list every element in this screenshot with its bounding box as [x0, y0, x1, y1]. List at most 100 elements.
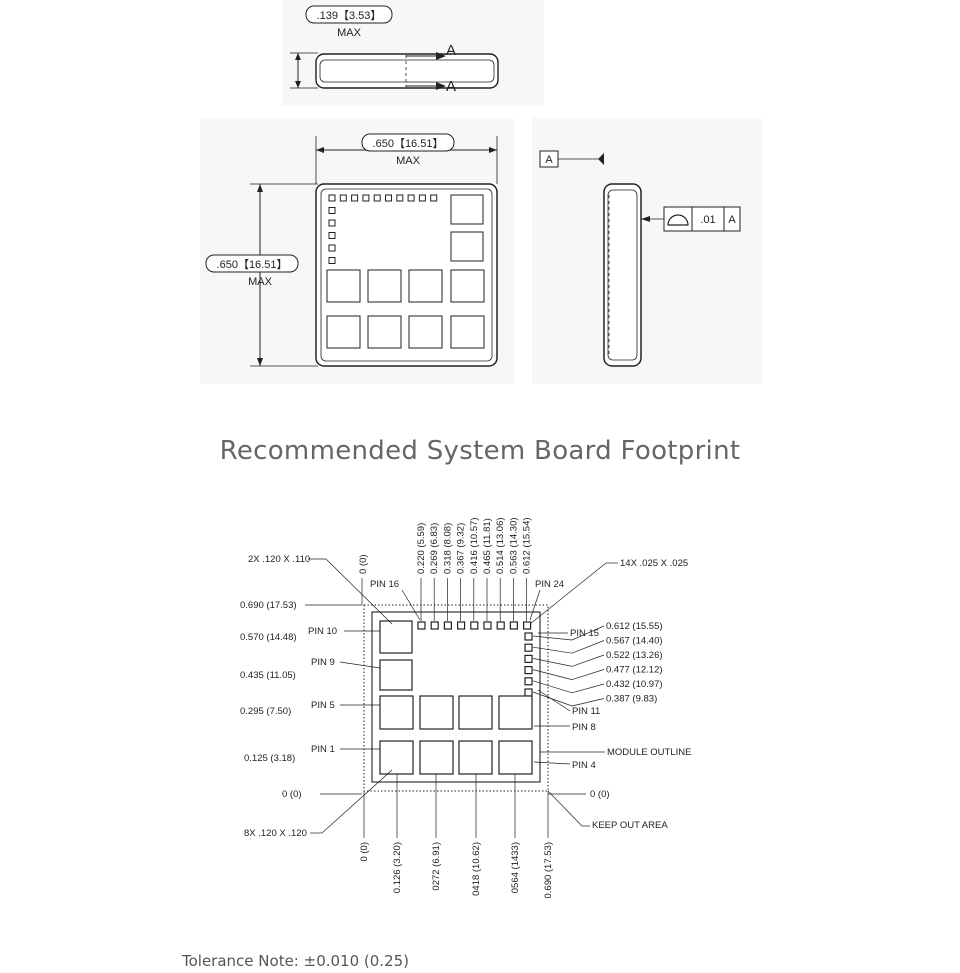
- edge-view: A .01 A: [539, 150, 741, 367]
- top-dim-7: 0.563 (14.30): [508, 517, 519, 574]
- right-dim-leader: [532, 646, 573, 654]
- top-small-pads: [328, 194, 438, 264]
- top-pad-upper-right-2: [450, 231, 484, 262]
- pin10-label: PIN 10: [308, 626, 337, 637]
- top-grid-pad: [326, 269, 361, 303]
- module-outline-label: MODULE OUTLINE: [607, 747, 691, 758]
- height-max-text: MAX: [337, 27, 362, 39]
- fp-small-pad: [524, 688, 533, 697]
- keep-out-label: KEEP OUT AREA: [592, 820, 668, 831]
- fp-top-dims: 0.220 (5.59)0.269 (6.83)0.318 (8.08)0.36…: [416, 517, 533, 621]
- right-dim-leader: [571, 669, 605, 680]
- pin1-label: PIN 1: [311, 744, 335, 755]
- bottom-dim-4: 0564 (1433): [510, 842, 521, 893]
- top-small-pad: [328, 257, 336, 264]
- top-pad-upper-right-1: [450, 194, 484, 225]
- fp-small-pad: [524, 632, 533, 641]
- fp-grid-pads: [379, 695, 533, 775]
- datum-a-lower: A: [406, 78, 456, 95]
- fp-grid-pad: [458, 695, 493, 730]
- top-grid-pad: [367, 269, 402, 303]
- module-bottom-view: [315, 183, 498, 367]
- left-dim-2: 0.435 (11.05): [240, 670, 296, 681]
- fp-grid-pad: [379, 740, 414, 775]
- right-dim-leader: [571, 683, 605, 694]
- right-dim-2: 0.522 (13.26): [606, 650, 663, 661]
- top-small-pad: [328, 232, 336, 239]
- fp-small-pad: [496, 621, 505, 630]
- fp-small-pad: [470, 621, 479, 630]
- bottom-dim-1: 0.126 (3.20): [392, 842, 403, 893]
- datum-a-upper-text: A: [446, 42, 456, 59]
- top-dim-1: 0.269 (6.83): [429, 523, 440, 574]
- top-small-pad: [362, 194, 370, 202]
- right-dim-leader: [571, 640, 605, 654]
- bottom-dim-5: 0.690 (17.53): [543, 842, 554, 899]
- width-dimension: .650【16.51】 MAX: [315, 133, 498, 184]
- fp-small-pad: [457, 621, 466, 630]
- right-dim-leader: [532, 669, 573, 680]
- right-dim-leader: [571, 654, 605, 667]
- right-dim-leader: [571, 698, 605, 707]
- footprint-drawing: 0.220 (5.59)0.269 (6.83)0.318 (8.08)0.36…: [240, 517, 691, 899]
- grid-pad-note: 8X .120 X .120: [244, 828, 307, 839]
- module-outline: [371, 611, 541, 783]
- tolerance-note: Tolerance Note: ±0.010 (0.25): [182, 952, 410, 970]
- fp-small-pad: [417, 621, 426, 630]
- width-max-text: MAX: [396, 155, 421, 167]
- right-dim-leader: [532, 680, 573, 694]
- fp-small-pad: [483, 621, 492, 630]
- height-dimension: .139【3.53】 MAX: [290, 5, 393, 89]
- edge-view-panel: [532, 118, 762, 384]
- left-dim-4: 0.125 (3.18): [244, 753, 295, 764]
- fp-small-pad: [524, 643, 533, 652]
- fp-grid-pad: [419, 695, 454, 730]
- keep-out-area: [363, 604, 549, 792]
- top-small-pad: [385, 194, 392, 202]
- right-dim-5: 0.387 (9.83): [606, 694, 657, 705]
- fp-small-pads: [417, 621, 533, 697]
- fp-small-pad: [524, 654, 533, 664]
- right-dim-4: 0.432 (10.97): [606, 679, 663, 690]
- top-small-pad: [430, 194, 438, 202]
- top-dim-6: 0.514 (13.06): [495, 517, 506, 574]
- right-dim-3: 0.477 (12.12): [606, 665, 663, 676]
- fp-small-pad: [430, 621, 439, 630]
- pin24-label: PIN 24: [535, 579, 564, 590]
- section-title: Recommended System Board Footprint: [219, 436, 741, 466]
- top-grid-pad: [326, 315, 361, 349]
- top-grid-pad: [450, 315, 485, 349]
- top-dim-3: 0.367 (9.32): [456, 523, 467, 574]
- fp-grid-pad: [458, 740, 493, 775]
- top-small-pad: [407, 194, 415, 202]
- small-pad-note: 14X .025 X .025: [620, 558, 688, 569]
- top-small-pad: [396, 194, 404, 202]
- pin16-label: PIN 16: [370, 579, 399, 590]
- datum-a-lower-text: A: [446, 78, 456, 95]
- top-dim-8: 0.612 (15.54): [522, 517, 533, 574]
- fp-small-pad: [509, 621, 518, 630]
- fp-small-pad: [524, 665, 533, 675]
- top-zero-text: 0 (0): [358, 554, 369, 574]
- top-small-pad: [373, 194, 381, 202]
- bottom-dim-2: 0272 (6.91): [431, 842, 442, 891]
- pin4-label: PIN 4: [572, 760, 596, 771]
- fp-bottom-dims: 0 (0)0.126 (3.20)0272 (6.91)0418 (10.62)…: [359, 774, 554, 899]
- top-small-pad: [351, 194, 359, 202]
- pin5-label: PIN 5: [311, 700, 335, 711]
- flatness-value-text: .01: [700, 214, 715, 226]
- right-dim-0: 0.612 (15.55): [606, 621, 663, 632]
- package-outline-drawing: .139【3.53】 MAX A A .650【16.51】 MAX: [205, 5, 741, 367]
- top-grid-pad: [408, 315, 443, 349]
- top-small-pad: [418, 194, 426, 202]
- length-dim-text: .650【16.51】: [217, 258, 288, 271]
- top-dim-5: 0.465 (11.81): [482, 518, 493, 574]
- fp-small-pad: [443, 621, 452, 630]
- left-dim-3: 0.295 (7.50): [240, 706, 291, 717]
- profile-tolerance-icon: [667, 214, 689, 226]
- datum-label-text: A: [545, 154, 553, 166]
- fp-small-pad: [522, 621, 532, 630]
- top-small-pad: [328, 219, 336, 227]
- side-view-body: [315, 53, 499, 89]
- top-dim-4: 0.416 (10.57): [469, 517, 480, 574]
